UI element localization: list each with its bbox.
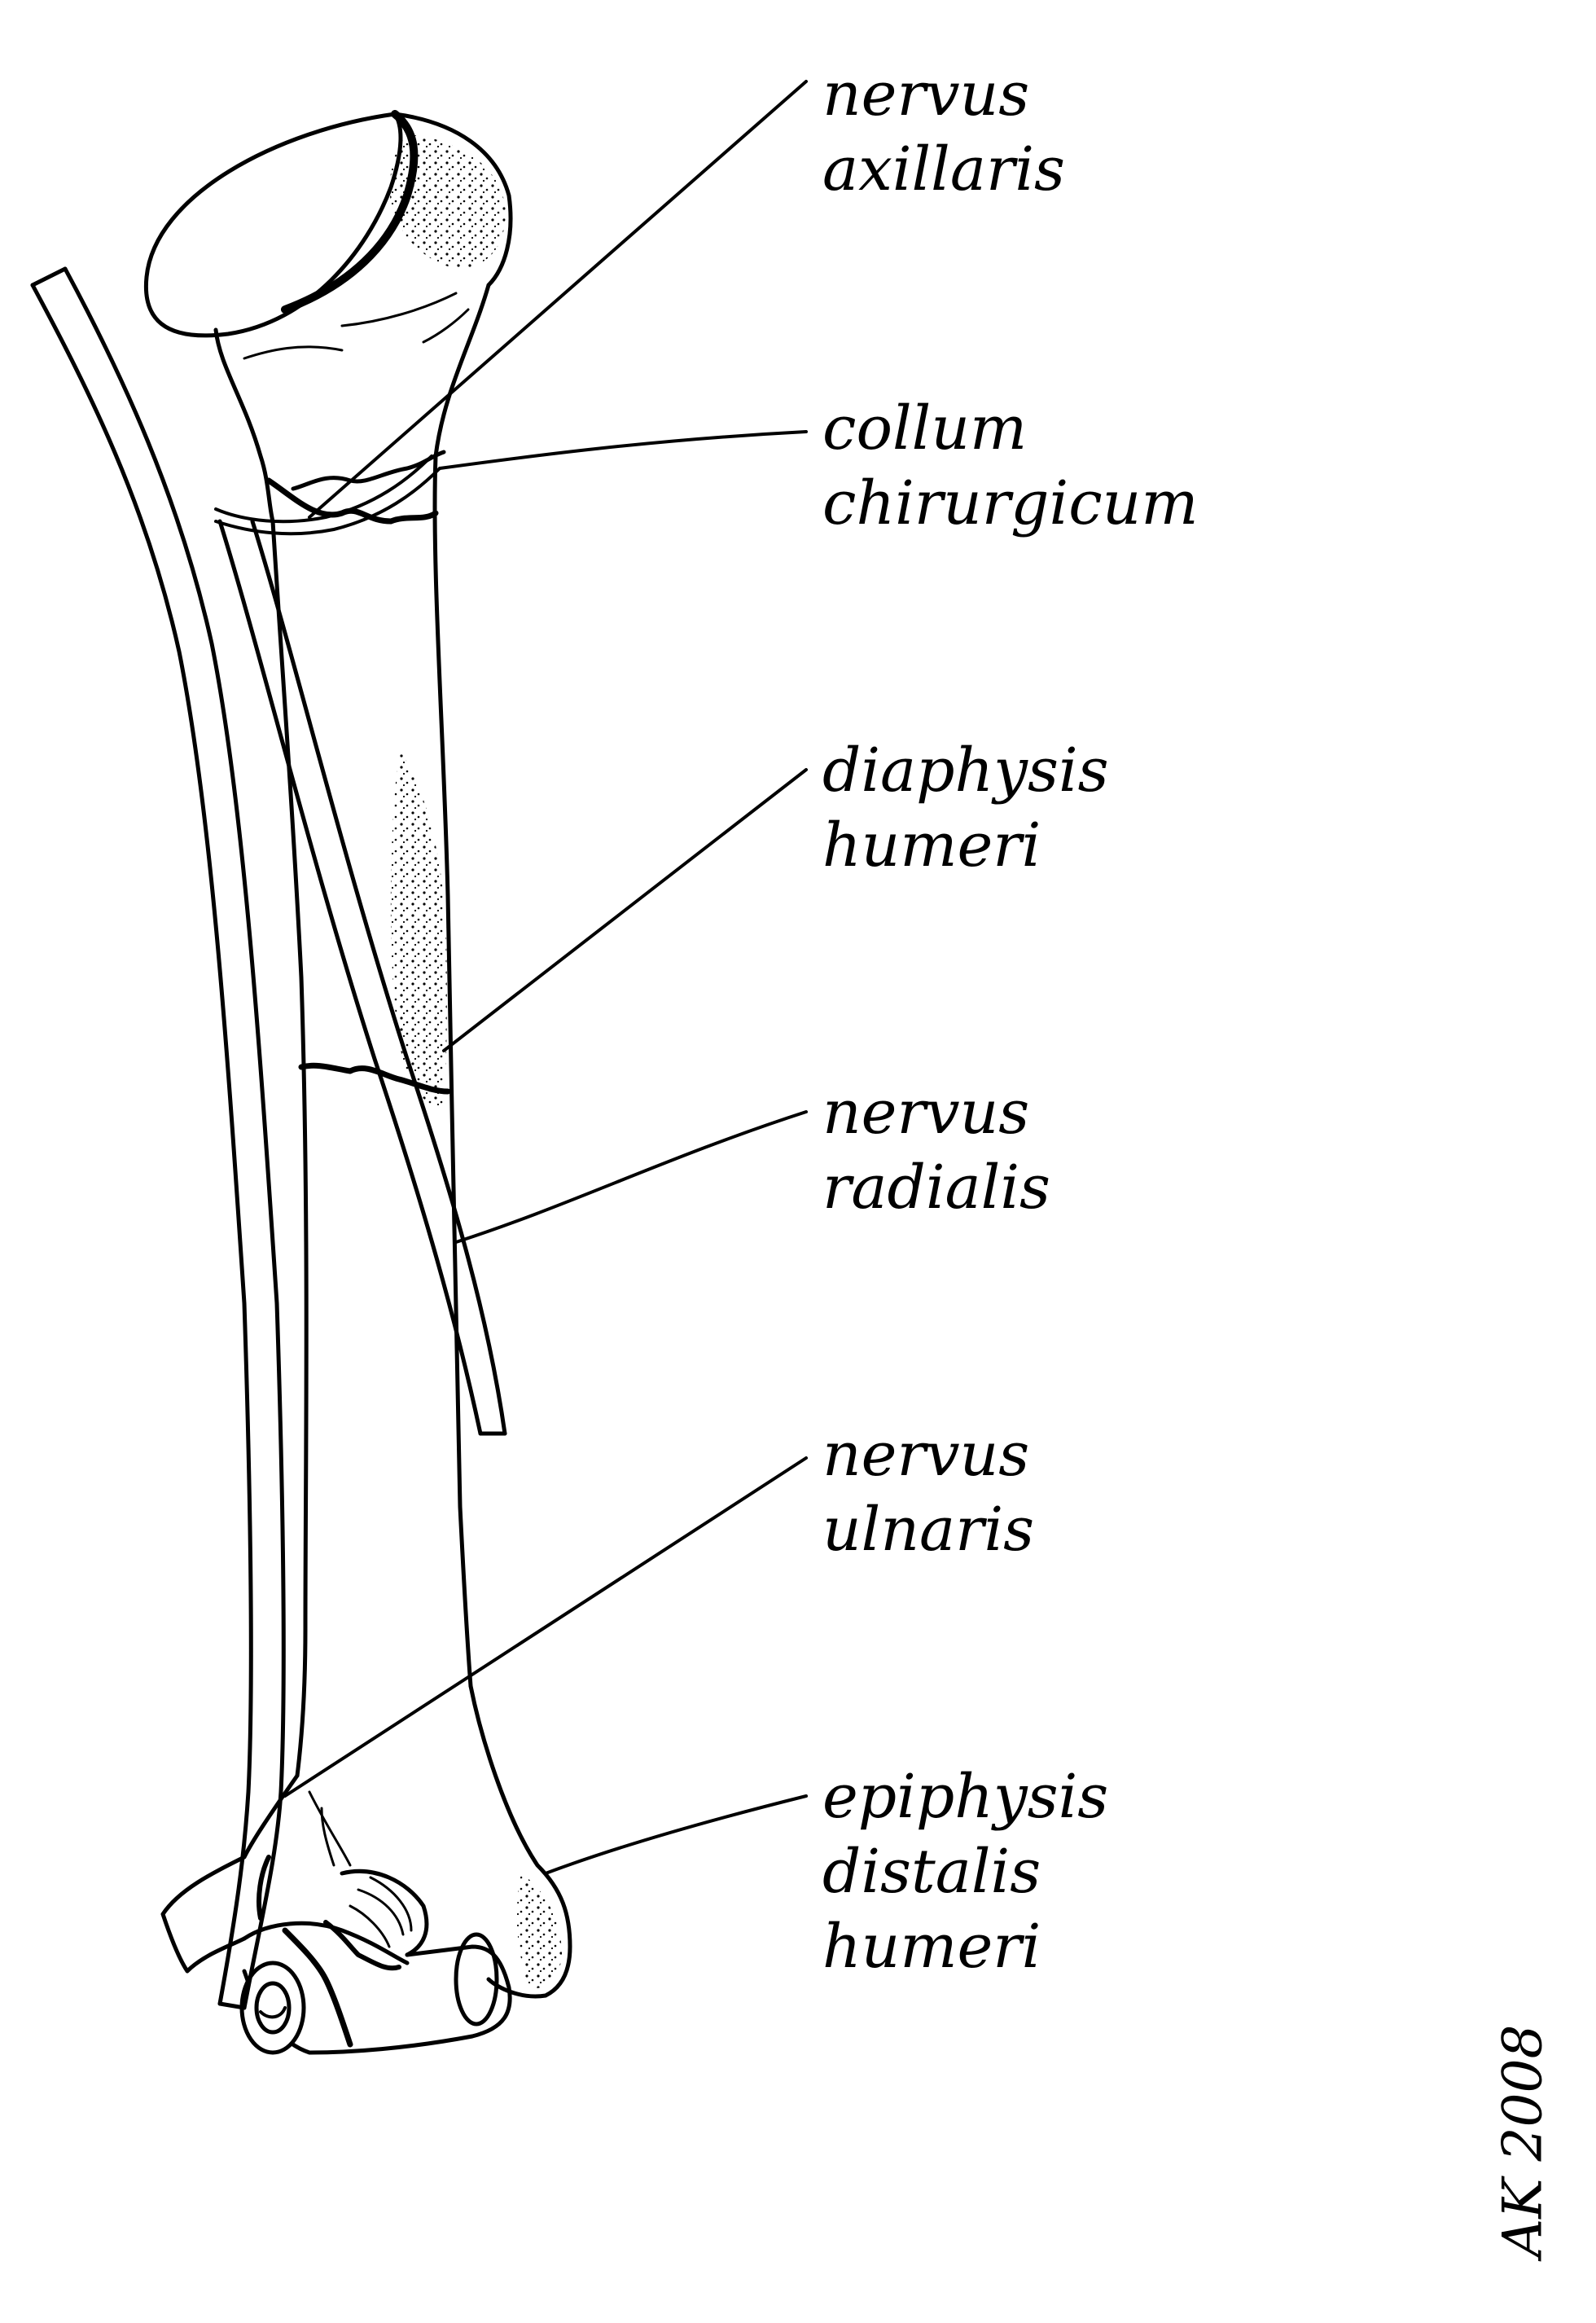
leader-diaphysis xyxy=(442,768,808,1052)
nervus-radialis-drawing xyxy=(217,519,507,1436)
humerus-head xyxy=(143,110,513,338)
humerus-neck xyxy=(213,283,491,524)
label-line-2: chirurgicum xyxy=(822,468,1199,538)
leader-axillaris xyxy=(308,80,808,519)
label-nervus-ulnaris: nervus ulnaris xyxy=(822,1417,1034,1567)
diaphysis-fracture-line xyxy=(298,1062,451,1095)
label-line-1: diaphysis xyxy=(822,736,1109,806)
label-line-2: radialis xyxy=(822,1153,1050,1223)
label-epiphysis-distalis-humeri: epiphysis distalis humeri xyxy=(822,1759,1108,1984)
leader-collum xyxy=(438,430,808,470)
nervus-axillaris-drawing xyxy=(214,455,441,536)
leader-epiphysis xyxy=(544,1794,808,1875)
label-diaphysis-humeri: diaphysis humeri xyxy=(822,733,1109,883)
label-line-2: humeri xyxy=(822,810,1041,880)
humerus-shaft xyxy=(270,454,473,1778)
label-line-2: axillaris xyxy=(822,134,1065,204)
label-line-1: collum xyxy=(822,393,1028,463)
label-line-3: humeri xyxy=(822,1912,1041,1982)
label-line-1: epiphysis xyxy=(822,1762,1109,1832)
label-line-1: nervus xyxy=(822,1420,1030,1490)
leader-radialis xyxy=(454,1110,808,1244)
label-collum-chirurgicum: collum chirurgicum xyxy=(822,391,1199,541)
label-nervus-radialis: nervus radialis xyxy=(822,1075,1050,1225)
nervus-ulnaris-drawing xyxy=(30,266,286,2010)
artist-signature: AK 2008 xyxy=(1458,1987,1580,2297)
label-line-1: nervus xyxy=(822,59,1030,130)
leader-ulnaris xyxy=(283,1456,808,1798)
label-line-2: ulnaris xyxy=(822,1495,1035,1565)
label-line-2: distalis xyxy=(822,1837,1041,1907)
signature-text: AK 2008 xyxy=(1491,2024,1554,2258)
label-nervus-axillaris: nervus axillaris xyxy=(822,57,1065,207)
label-line-1: nervus xyxy=(822,1078,1030,1148)
collum-fracture-line xyxy=(265,477,439,525)
humerus-distal-epiphysis xyxy=(160,1684,572,2055)
